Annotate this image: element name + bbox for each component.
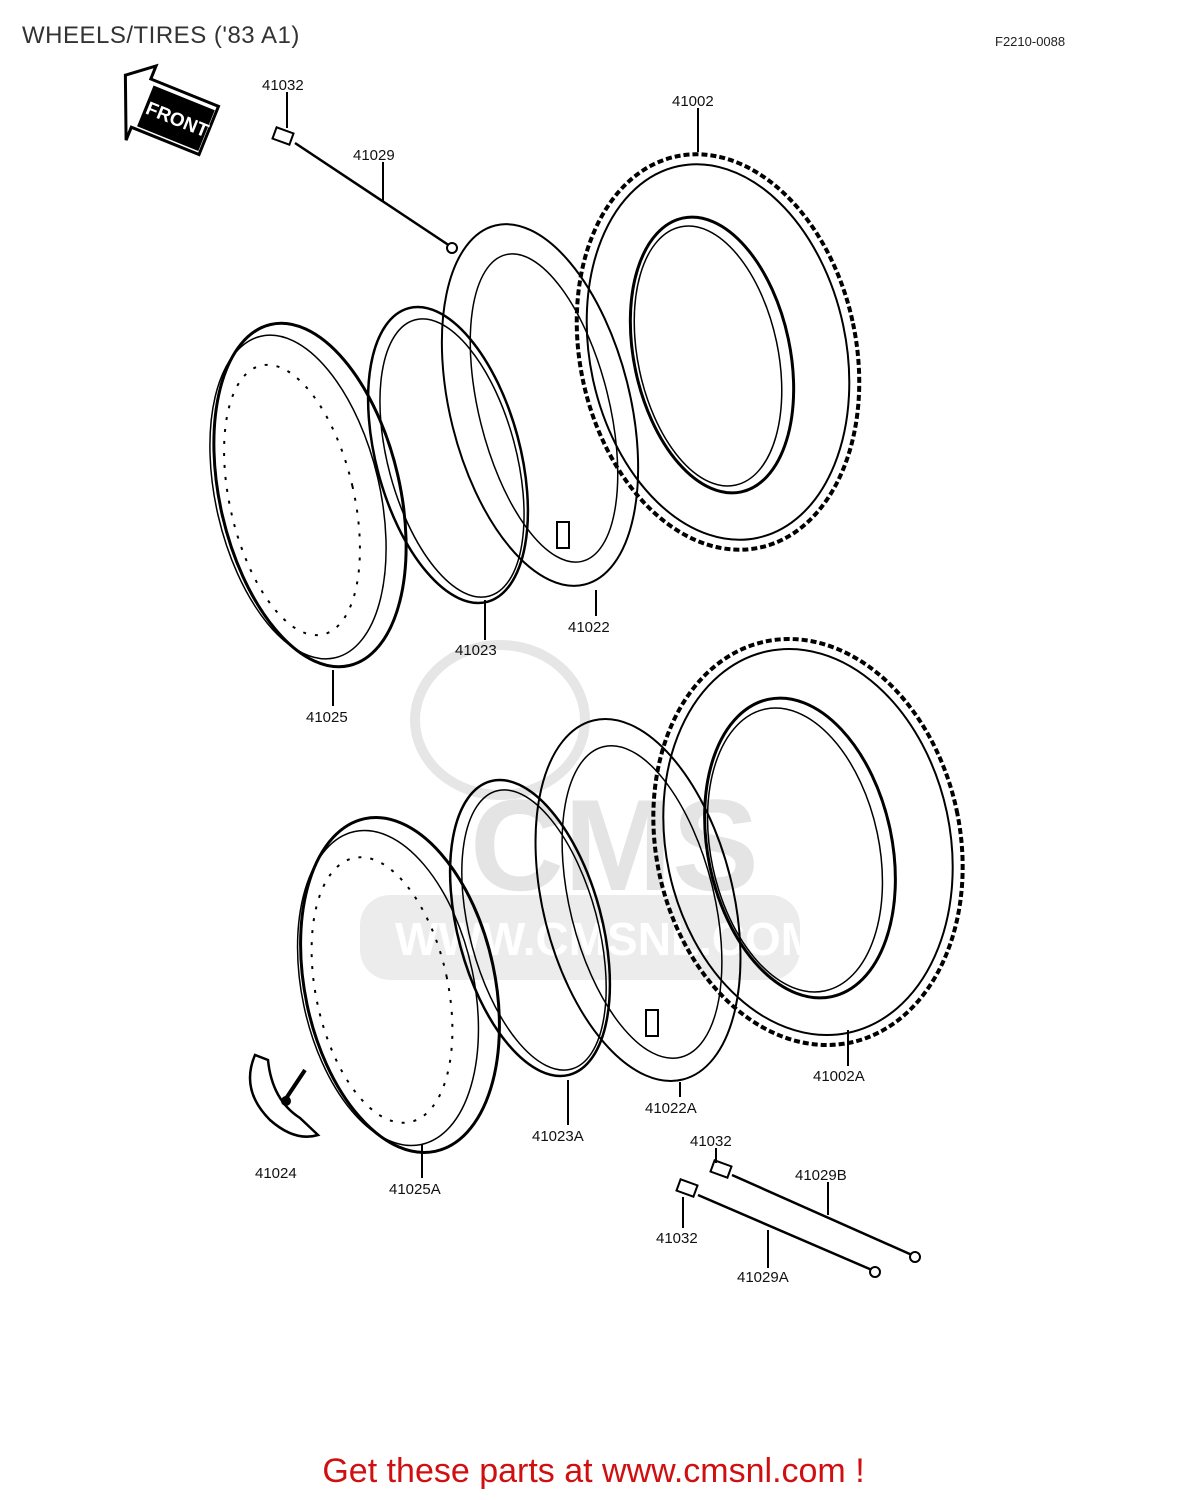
rear-tire — [651, 637, 965, 1047]
front-spoke — [271, 126, 458, 254]
front-rim-band — [366, 305, 530, 605]
label-41023: 41023 — [455, 642, 497, 659]
watermark: CMS WWW.CMSNL.COM — [360, 640, 819, 980]
rear-rim-band — [448, 778, 612, 1078]
watermark-brand: CMS — [470, 772, 759, 918]
page-title: WHEELS/TIRES ('83 A1) — [22, 22, 300, 49]
leader-lines — [286, 92, 849, 1268]
rim-lock — [248, 1053, 321, 1138]
rear-rim — [296, 816, 501, 1154]
rear-tube — [534, 718, 742, 1082]
front-tire — [574, 152, 862, 552]
label-41025A: 41025A — [389, 1181, 441, 1198]
front-rim — [209, 321, 408, 669]
label-41029: 41029 — [353, 147, 395, 164]
rear-spoke-a — [675, 1178, 881, 1278]
label-41022: 41022 — [568, 619, 610, 636]
label-41002A: 41002A — [813, 1068, 865, 1085]
label-41025: 41025 — [306, 709, 348, 726]
label-41032-top: 41032 — [262, 77, 304, 94]
footer-link-text[interactable]: Get these parts at www.cmsnl.com ! — [322, 1452, 865, 1490]
label-41029B: 41029B — [795, 1167, 847, 1184]
figure-code: F2210-0088 — [995, 34, 1066, 49]
label-41024: 41024 — [255, 1165, 297, 1182]
label-41002: 41002 — [672, 93, 714, 110]
label-41029A: 41029A — [737, 1269, 789, 1286]
front-arrow: FRONT — [123, 63, 221, 157]
label-41023A: 41023A — [532, 1128, 584, 1145]
rear-spoke-b — [709, 1159, 921, 1263]
label-41022A: 41022A — [645, 1100, 697, 1117]
label-41032-low: 41032 — [656, 1230, 698, 1247]
front-tube — [440, 223, 640, 587]
label-41032-mid: 41032 — [690, 1133, 732, 1150]
